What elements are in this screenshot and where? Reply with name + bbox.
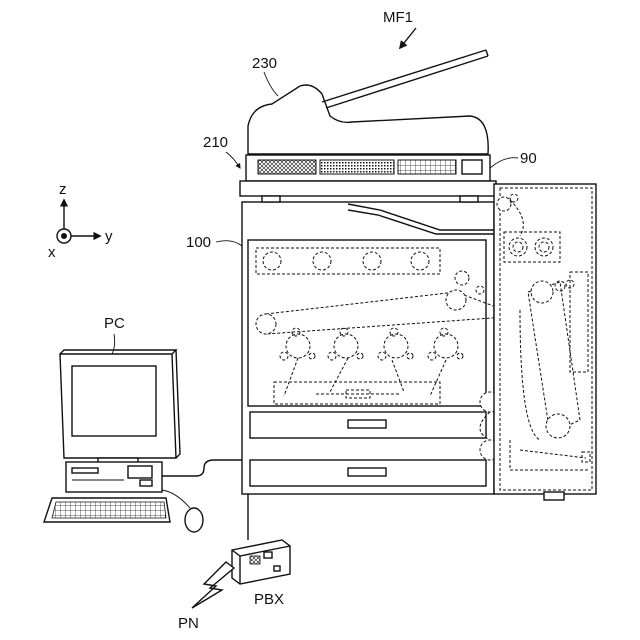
axis-y-label: y: [105, 228, 113, 245]
pbx-unit: PBX PN: [178, 540, 290, 632]
pn-label: PN: [178, 615, 199, 632]
pc-label: PC: [104, 315, 125, 332]
document-feeder: 230: [248, 50, 488, 154]
adf-label: 230: [252, 55, 277, 72]
pbx-label: PBX: [254, 591, 284, 608]
axis-x-label: x: [48, 244, 56, 261]
side-unit: [494, 184, 596, 500]
cables: [162, 460, 248, 540]
personal-computer: PC: [44, 315, 203, 532]
axis-z-label: z: [59, 181, 67, 198]
scanner-label: 210: [203, 134, 228, 151]
coordinate-axes: z y x: [48, 181, 113, 261]
printer-label: 100: [186, 234, 211, 251]
mf1-label: MF1: [383, 9, 413, 26]
panel-label: 90: [520, 150, 537, 167]
mf1-callout: MF1: [383, 9, 416, 48]
